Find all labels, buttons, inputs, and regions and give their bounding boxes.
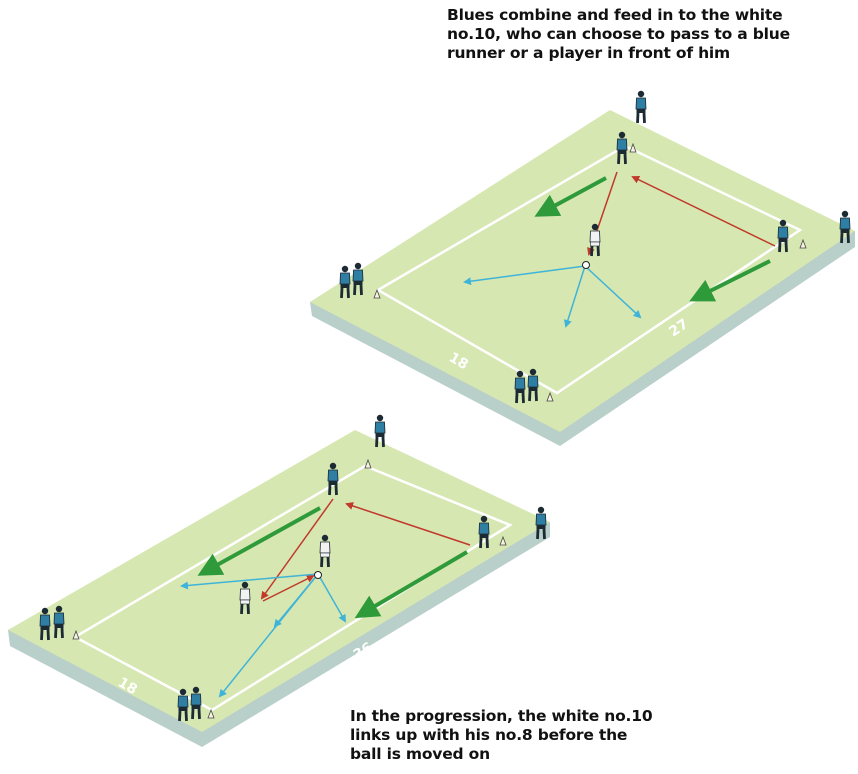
pitch-bottom-surface xyxy=(8,430,550,732)
blue-player xyxy=(634,89,648,125)
pitch-top-lines xyxy=(375,144,803,395)
caption-bottom-line-1: In the progression, the white no.10 xyxy=(350,707,653,725)
pitch-bottom-lines xyxy=(72,464,513,712)
caption-top-line-2: no.10, who can choose to pass to a blue xyxy=(447,25,790,43)
pitch-bottom: 18 36 xyxy=(8,413,550,747)
ball xyxy=(582,261,590,269)
pass-arrow-blue xyxy=(180,573,319,590)
pass-arrow-blue xyxy=(218,573,319,698)
ball xyxy=(314,571,322,579)
pass-arrow-red xyxy=(631,176,776,247)
pass-arrow-red xyxy=(262,575,315,602)
pass-arrow-blue xyxy=(584,265,642,319)
pass-arrow-red xyxy=(345,502,471,546)
caption-top-line-1: Blues combine and feed in to the white xyxy=(447,6,783,24)
pitch-top-surface xyxy=(310,110,855,432)
run-arrow xyxy=(197,506,321,576)
run-arrow xyxy=(689,259,771,302)
pass-arrow-blue xyxy=(563,265,586,328)
caption-top: Blues combine and feed in to the white n… xyxy=(447,6,790,63)
caption-bottom-line-2: links up with his no.8 before the xyxy=(350,726,628,744)
caption-bottom-line-3: ball is moved on xyxy=(350,745,490,763)
pass-arrow-red xyxy=(260,498,334,600)
pass-arrow-blue xyxy=(317,573,346,623)
pass-arrow-blue xyxy=(463,265,586,286)
run-arrow xyxy=(534,176,607,217)
caption-top-line-3: runner or a player in front of him xyxy=(447,44,731,62)
caption-bottom: In the progression, the white no.10 link… xyxy=(350,707,653,764)
pitch-top: 18 27 xyxy=(310,89,855,446)
run-arrow xyxy=(354,550,469,619)
